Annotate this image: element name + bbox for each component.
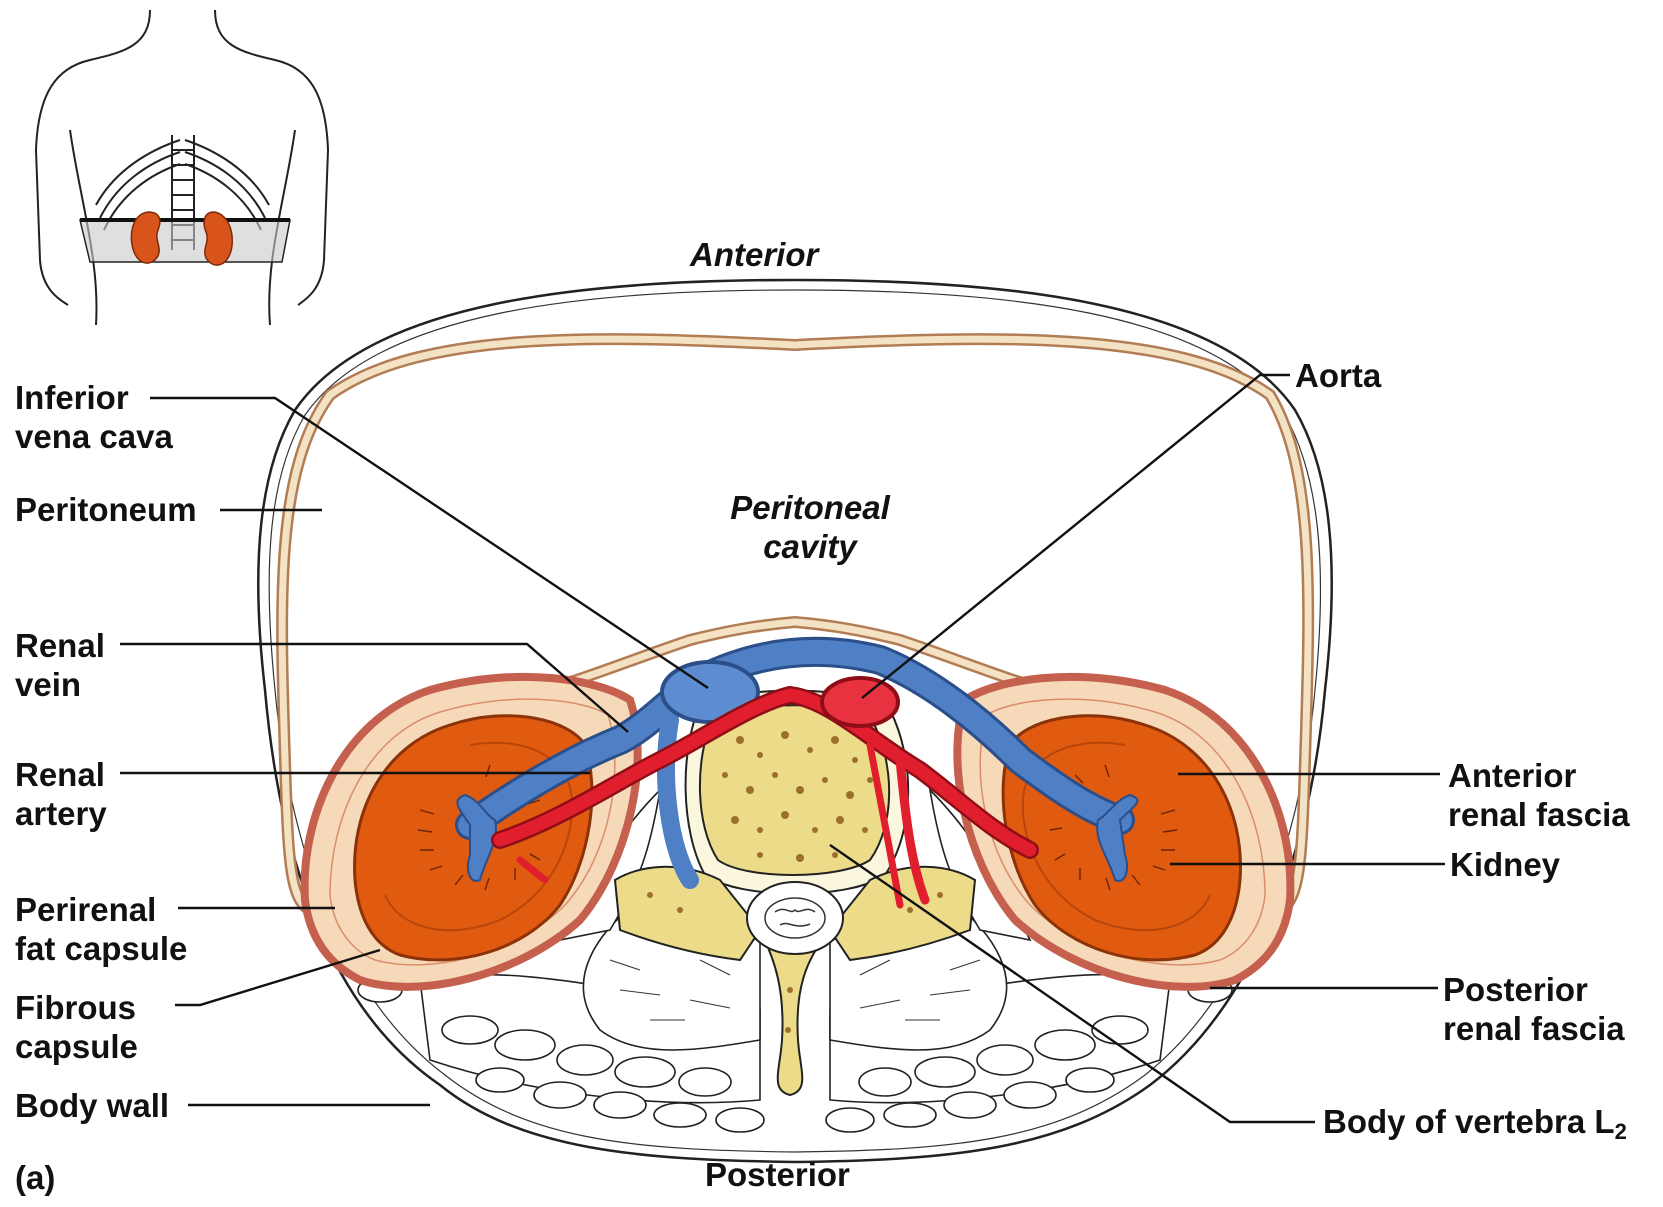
posterior-label: Posterior — [705, 1155, 850, 1194]
vertebra-subscript: 2 — [1615, 1119, 1627, 1144]
label-peritoneum: Peritoneum — [15, 490, 197, 529]
label-body-of-vertebra: Body of vertebra L2 — [1323, 1102, 1627, 1151]
torso-inset — [36, 10, 328, 325]
label-body-wall: Body wall — [15, 1086, 169, 1125]
inset-left-kidney-icon — [131, 212, 160, 263]
peritoneal-cavity-label: Peritoneal cavity — [710, 488, 910, 566]
aorta — [822, 678, 898, 726]
panel-letter: (a) — [15, 1158, 55, 1197]
label-aorta: Aorta — [1295, 356, 1381, 395]
anterior-label: Anterior — [690, 235, 818, 274]
label-kidney: Kidney — [1450, 845, 1560, 884]
